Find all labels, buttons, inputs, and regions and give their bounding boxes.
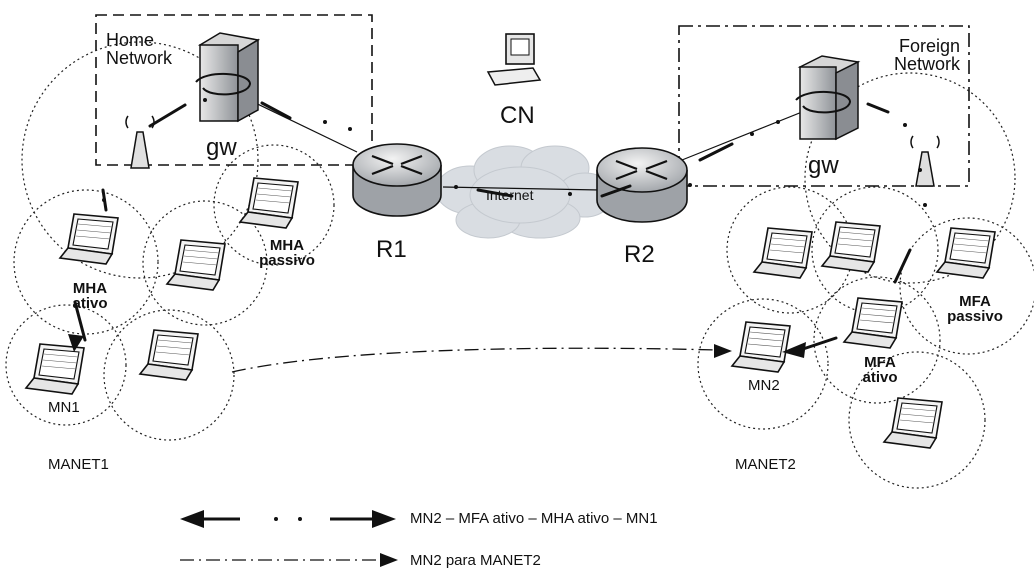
coverage-circle (213, 144, 335, 266)
coverage-circle (103, 309, 235, 441)
coverage-circle (13, 189, 159, 335)
home-network-box (95, 14, 373, 166)
r2-label: R2 (624, 241, 655, 268)
laptop-icon (166, 239, 226, 291)
home-network-label: Home Network (106, 30, 173, 68)
coverage-circle (813, 276, 941, 404)
router-r2-icon (596, 147, 688, 223)
manet1-label: MANET1 (48, 456, 109, 473)
home-antenna-icon (125, 115, 155, 169)
coverage-circle (21, 41, 259, 279)
coverage-circle (804, 72, 1016, 284)
r1-label: R1 (376, 236, 407, 263)
laptop-icon (936, 227, 996, 279)
foreign-network-box (678, 25, 970, 187)
home-agent-server-icon (195, 32, 261, 123)
coverage-circle (142, 200, 268, 326)
internet-label: Internet (486, 187, 534, 203)
foreign-agent-server-icon (795, 55, 861, 141)
gw-foreign-label: gw (808, 152, 839, 179)
coverage-circle (899, 217, 1034, 355)
mfa-passivo-label: MFA passivo (947, 293, 1003, 325)
mn2-laptop-icon (731, 321, 791, 373)
legend-arrow-dash-dot-icon (180, 510, 396, 528)
cn-computer-icon (486, 33, 542, 86)
mfa-ativo-label: MFA ativo (862, 354, 898, 386)
coverage-circle (697, 298, 829, 430)
foreign-network-label: Foreign Network (893, 36, 960, 74)
cn-label: CN (500, 102, 535, 129)
mn1-laptop-icon (25, 343, 85, 395)
laptop-icon (843, 297, 903, 349)
coverage-circle (848, 351, 986, 489)
coverage-circle (811, 186, 939, 314)
legend-dash-dot-arrow-icon (180, 553, 398, 567)
legend-path-text: MN2 – MFA ativo – MHA ativo – MN1 (410, 510, 658, 527)
mha-passivo-label: MHA passivo (259, 237, 315, 269)
laptop-icon (239, 177, 299, 229)
mn1-label: MN1 (48, 399, 80, 416)
router-r1-icon (352, 143, 442, 217)
gw-home-label: gw (206, 134, 237, 161)
mn2-label: MN2 (748, 377, 780, 394)
manet2-label: MANET2 (735, 456, 796, 473)
laptop-icon (883, 397, 943, 449)
coverage-circle (5, 304, 127, 426)
laptop-icon (139, 329, 199, 381)
laptop-icon (753, 227, 813, 279)
laptop-icon (59, 213, 119, 265)
laptop-icon (821, 221, 881, 273)
foreign-antenna-icon (910, 135, 940, 187)
legend-move-text: MN2 para MANET2 (410, 552, 541, 569)
mha-ativo-label: MHA ativo (72, 280, 108, 312)
